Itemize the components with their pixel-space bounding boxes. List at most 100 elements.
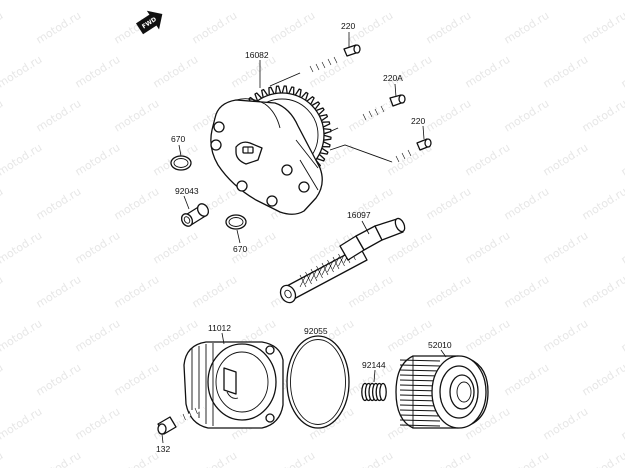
spring-92144 bbox=[361, 382, 387, 402]
watermark-text: motod.ru bbox=[463, 0, 513, 3]
o-ring-670-top bbox=[170, 155, 192, 171]
watermark-text: motod.ru bbox=[0, 229, 44, 267]
watermark-text: motod.ru bbox=[619, 229, 625, 267]
watermark-text: motod.ru bbox=[0, 273, 5, 311]
watermark-text: motod.ru bbox=[0, 317, 44, 355]
watermark-text: motod.ru bbox=[34, 185, 84, 223]
watermark-text: motod.ru bbox=[619, 141, 625, 179]
watermark-text: motod.ru bbox=[424, 273, 474, 311]
watermark-text: motod.ru bbox=[424, 9, 474, 47]
watermark-text: motod.ru bbox=[34, 273, 84, 311]
watermark-text: motod.ru bbox=[502, 273, 552, 311]
watermark-text: motod.ru bbox=[502, 185, 552, 223]
callout-132: 132 bbox=[156, 444, 170, 454]
watermark-text: motod.ru bbox=[268, 449, 318, 468]
watermark-text: motod.ru bbox=[0, 97, 5, 135]
watermark-text: motod.ru bbox=[0, 405, 44, 443]
watermark-text: motod.ru bbox=[34, 97, 84, 135]
callout-11012: 11012 bbox=[208, 323, 231, 333]
watermark-text: motod.ru bbox=[307, 0, 357, 3]
watermark-text: motod.ru bbox=[151, 0, 201, 3]
watermark-text: motod.ru bbox=[112, 361, 162, 399]
watermark-text: motod.ru bbox=[34, 449, 84, 468]
callout-labels: 220 16082 220A 220 670 92043 670 16097 1… bbox=[156, 21, 452, 454]
watermark-text: motod.ru bbox=[34, 9, 84, 47]
watermark-text: motod.ru bbox=[541, 0, 591, 3]
o-ring-670-bottom bbox=[225, 214, 247, 230]
watermark-text: motod.ru bbox=[541, 317, 591, 355]
watermark-text: motod.ru bbox=[541, 141, 591, 179]
bolt-220-top bbox=[299, 44, 361, 75]
watermark-text: motod.ru bbox=[151, 53, 201, 91]
callout-92055: 92055 bbox=[304, 326, 328, 336]
oil-filter-52010 bbox=[395, 355, 489, 429]
watermark-text: motod.ru bbox=[463, 141, 513, 179]
watermark-text: motod.ru bbox=[307, 53, 357, 91]
sleeve-92043 bbox=[180, 203, 210, 227]
callout-220-right: 220 bbox=[411, 116, 425, 126]
leader-lines bbox=[161, 32, 447, 444]
watermark-text: motod.ru bbox=[112, 185, 162, 223]
callout-92144: 92144 bbox=[362, 360, 386, 370]
watermark-text: motod.ru bbox=[112, 449, 162, 468]
watermark-text: motod.ru bbox=[151, 229, 201, 267]
watermark-text: motod.ru bbox=[541, 405, 591, 443]
watermark-text: motod.ru bbox=[0, 0, 44, 3]
watermark-text: motod.ru bbox=[0, 449, 5, 468]
watermark-text: motod.ru bbox=[424, 449, 474, 468]
callout-92043: 92043 bbox=[175, 186, 199, 196]
callout-220a: 220A bbox=[383, 73, 403, 83]
watermark-text: motod.ru bbox=[502, 361, 552, 399]
watermark-text: motod.ru bbox=[619, 405, 625, 443]
callout-670-top: 670 bbox=[171, 134, 185, 144]
watermark-text: motod.ru bbox=[73, 405, 123, 443]
watermark-text: motod.ru bbox=[346, 97, 396, 135]
watermark-text: motod.ru bbox=[463, 53, 513, 91]
watermark-text: motod.ru bbox=[0, 361, 5, 399]
watermark-text: motod.ru bbox=[385, 0, 435, 3]
watermark-text: motod.ru bbox=[0, 53, 44, 91]
watermark-text: motod.ru bbox=[73, 0, 123, 3]
watermark-text: motod.ru bbox=[73, 317, 123, 355]
watermark-text: motod.ru bbox=[580, 97, 625, 135]
watermark-text: motod.ru bbox=[502, 97, 552, 135]
watermark-text: motod.ru bbox=[385, 53, 435, 91]
watermark-text: motod.ru bbox=[73, 141, 123, 179]
watermark-text: motod.ru bbox=[580, 185, 625, 223]
watermark-text: motod.ru bbox=[619, 0, 625, 3]
o-ring-92055 bbox=[286, 335, 350, 429]
callout-16097: 16097 bbox=[347, 210, 371, 220]
watermark-text: motod.ru bbox=[190, 449, 240, 468]
watermark-text: motod.ru bbox=[0, 185, 5, 223]
watermark-text: motod.ru bbox=[346, 449, 396, 468]
watermark-text: motod.ru bbox=[73, 229, 123, 267]
bolt-220-right bbox=[391, 138, 432, 164]
watermark-text: motod.ru bbox=[580, 9, 625, 47]
watermark-text: motod.ru bbox=[541, 53, 591, 91]
fwd-arrow-icon: FWD bbox=[135, 10, 163, 35]
watermark-text: motod.ru bbox=[619, 53, 625, 91]
watermark-text: motod.ru bbox=[268, 9, 318, 47]
watermark-text: motod.ru bbox=[463, 317, 513, 355]
watermark-text: motod.ru bbox=[0, 9, 5, 47]
watermark-text: motod.ru bbox=[346, 273, 396, 311]
watermark-text: motod.ru bbox=[580, 449, 625, 468]
watermark-text: motod.ru bbox=[502, 9, 552, 47]
watermark-text: motod.ru bbox=[34, 361, 84, 399]
oil-screen-16097 bbox=[279, 217, 406, 304]
watermark-text: motod.ru bbox=[580, 361, 625, 399]
callout-670-bottom: 670 bbox=[233, 244, 247, 254]
filter-housing-11012 bbox=[183, 341, 284, 429]
watermark-text: motod.ru bbox=[190, 273, 240, 311]
bolt-132 bbox=[157, 406, 205, 435]
watermark-text: motod.ru bbox=[229, 0, 279, 3]
watermark-text: motod.ru bbox=[541, 229, 591, 267]
watermark-text: motod.ru bbox=[0, 141, 44, 179]
callout-52010: 52010 bbox=[428, 340, 452, 350]
watermark-text: motod.ru bbox=[112, 273, 162, 311]
watermark-text: motod.ru bbox=[424, 185, 474, 223]
watermark-text: motod.ru bbox=[112, 97, 162, 135]
callout-220-top: 220 bbox=[341, 21, 355, 31]
watermark-text: motod.ru bbox=[502, 449, 552, 468]
